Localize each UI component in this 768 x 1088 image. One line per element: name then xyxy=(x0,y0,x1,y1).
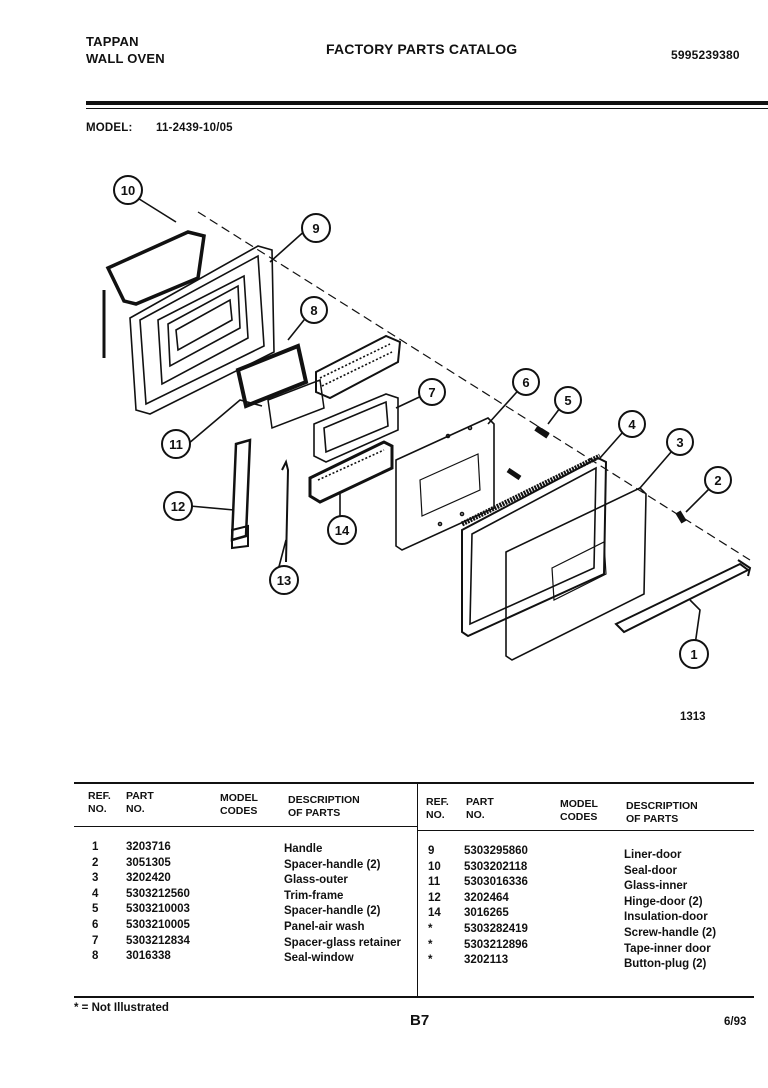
table-divider xyxy=(417,784,418,996)
part-liner-door xyxy=(129,245,275,415)
callout-label-7: 7 xyxy=(428,385,435,400)
part-spacer-handle xyxy=(534,425,550,439)
header-ref: REF.NO. xyxy=(88,790,111,815)
table-row: 6 xyxy=(92,918,99,931)
table-row: * xyxy=(428,954,433,967)
header-ref-right: REF.NO. xyxy=(426,796,449,821)
part-panel-air-wash xyxy=(395,417,495,551)
table-row: 1 xyxy=(92,841,99,853)
right-part-column: 5303295860 5303202118 5303016336 3202464… xyxy=(464,845,528,967)
part-screw-handle xyxy=(281,459,290,563)
part-handle xyxy=(614,559,752,634)
header-rule-left xyxy=(74,826,417,827)
model-label: MODEL: xyxy=(86,122,133,134)
callout-label-14: 14 xyxy=(335,523,350,538)
part-spacer-glass-retainer xyxy=(313,393,399,463)
left-ref-column: 1 2 3 4 5 6 7 8 xyxy=(92,840,98,965)
part-glass-inner xyxy=(235,343,325,430)
callout-label-4: 4 xyxy=(628,417,636,432)
callout-13 xyxy=(269,565,299,595)
callout-11 xyxy=(161,429,191,459)
callout-label-2: 2 xyxy=(714,473,721,488)
callout-6 xyxy=(512,368,540,396)
table-row: 2 xyxy=(92,856,99,869)
part-hinge xyxy=(230,438,252,550)
table-row: 5 xyxy=(92,903,99,916)
callout-label-13: 13 xyxy=(277,573,291,588)
part-glass-outer xyxy=(505,487,647,661)
part-insulation-top xyxy=(315,334,402,400)
callout-label-9: 9 xyxy=(312,221,319,236)
catalog-number: 5995239380 xyxy=(671,48,740,62)
callout-1 xyxy=(679,639,709,669)
table-row: 3 xyxy=(92,872,99,885)
table-row: 12 xyxy=(428,891,441,904)
callout-12 xyxy=(163,491,193,521)
table-row: 9 xyxy=(428,845,435,857)
callout-3 xyxy=(666,428,694,456)
callout-9 xyxy=(301,213,331,243)
callout-label-12: 12 xyxy=(171,499,185,514)
catalog-title: FACTORY PARTS CATALOG xyxy=(326,41,518,57)
table-row: 10 xyxy=(428,860,441,873)
table-row: 8 xyxy=(92,950,99,963)
header-rule-thin xyxy=(86,108,768,109)
table-row: * xyxy=(428,938,433,951)
header-rule-thick xyxy=(86,101,768,105)
header-rule-right xyxy=(418,830,754,831)
part-seal-door xyxy=(102,230,206,358)
callout-7 xyxy=(418,378,446,406)
callout-label-6: 6 xyxy=(522,375,529,390)
callout-8 xyxy=(300,296,328,324)
callout-2 xyxy=(704,466,732,494)
brand-line-2: WALL OVEN xyxy=(86,51,165,66)
right-ref-column: 9 10 11 12 14 * * * xyxy=(428,844,441,969)
part-spacer-handle-small xyxy=(675,510,687,524)
callout-4 xyxy=(618,410,646,438)
table-row: 11 xyxy=(428,876,441,889)
callout-10 xyxy=(113,175,143,205)
callout-label-11: 11 xyxy=(169,437,183,452)
right-desc-column: Liner-door Seal-door Glass-inner Hinge-d… xyxy=(624,849,717,971)
table-row: 4 xyxy=(92,887,99,900)
table-row: * xyxy=(428,922,433,935)
brand-line-1: TAPPAN xyxy=(86,34,139,49)
left-part-column: 3203716 3051305 3202420 5303212560 53032… xyxy=(126,841,190,963)
catalog-date: 6/93 xyxy=(724,1016,747,1028)
callout-label-3: 3 xyxy=(676,435,683,450)
callout-14 xyxy=(327,515,357,545)
figure-number: 1313 xyxy=(680,711,706,723)
part-trim-frame xyxy=(460,453,608,638)
callout-label-10: 10 xyxy=(121,183,135,198)
left-desc-column: Handle Spacer-handle (2) Glass-outer Tri… xyxy=(284,843,401,965)
callout-label-5: 5 xyxy=(564,393,571,408)
part-insulation-bottom xyxy=(308,440,394,504)
table-row: 7 xyxy=(92,934,99,947)
exploded-parts-diagram: 10 9 8 7 6 5 4 3 2 1 11 12 13 14 1313 xyxy=(102,175,752,723)
footnote: * = Not Illustrated xyxy=(74,1002,169,1014)
model-value: 11-2439-10/05 xyxy=(156,122,233,134)
callout-label-1: 1 xyxy=(690,647,697,662)
table-row: 14 xyxy=(428,907,441,920)
callout-5 xyxy=(554,386,582,414)
page-number: B7 xyxy=(410,1012,430,1029)
callout-label-8: 8 xyxy=(310,303,317,318)
